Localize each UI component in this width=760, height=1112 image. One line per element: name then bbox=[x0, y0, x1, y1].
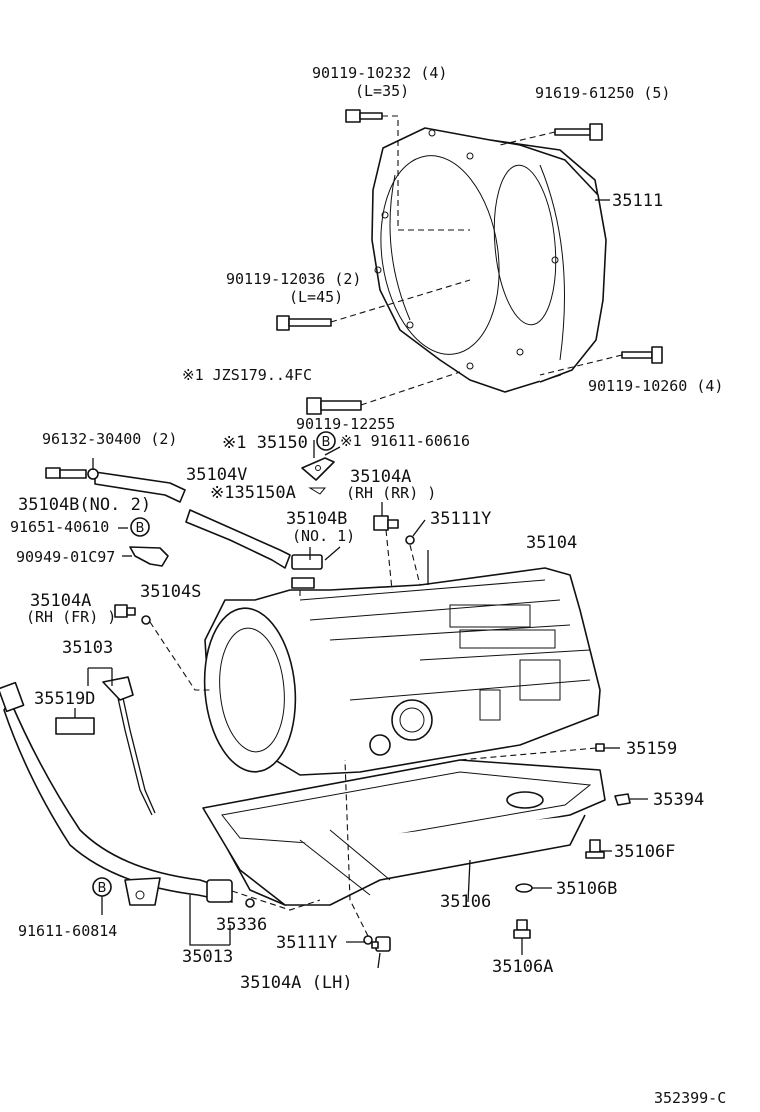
label-35104b-no1: 35104B bbox=[286, 509, 347, 529]
label-35394: 35394 bbox=[653, 790, 704, 810]
circle-b-marker-top: B bbox=[316, 431, 336, 451]
label-91611-60814: 91611-60814 bbox=[18, 922, 117, 940]
union-35104b-no2 bbox=[45, 467, 99, 480]
label-35104b-no1-sub: (NO. 1) bbox=[292, 527, 355, 545]
label-90119-10232: 90119-10232 (4) bbox=[312, 64, 447, 82]
label-35103: 35103 bbox=[62, 638, 113, 658]
label-35104a-lh: 35104A (LH) bbox=[240, 973, 353, 993]
bell-housing-35111 bbox=[371, 127, 607, 393]
label-35111y-bottom: 35111Y bbox=[276, 933, 337, 953]
label-35150a: ※135150A bbox=[210, 483, 296, 503]
circle-b-marker-mid: B bbox=[130, 517, 150, 537]
bracket-90949-01c97 bbox=[129, 546, 169, 567]
oring-35336 bbox=[245, 898, 255, 908]
plate-35150 bbox=[301, 457, 335, 495]
union-35104a-fr bbox=[114, 604, 136, 618]
label-35159: 35159 bbox=[626, 739, 677, 759]
label-note-jzs179: ※1 JZS179..4FC bbox=[182, 366, 312, 384]
label-35104a-fr-sub: (RH (FR) ) bbox=[26, 608, 116, 626]
oring-35111y-bottom bbox=[363, 935, 373, 945]
label-35336: 35336 bbox=[216, 915, 267, 935]
oring-35111y-top bbox=[405, 535, 415, 545]
label-35106b: 35106B bbox=[556, 879, 617, 899]
bolt-90119-12036 bbox=[276, 315, 332, 331]
label-35104b-no2: 35104B(NO. 2) bbox=[18, 495, 151, 515]
label-35106: 35106 bbox=[440, 892, 491, 912]
transmission-case-35104 bbox=[203, 567, 601, 776]
bolt-90119-10260 bbox=[621, 346, 663, 364]
label-90119-12036: 90119-12036 (2) bbox=[226, 270, 361, 288]
label-90119-12255: 90119-12255 bbox=[296, 415, 395, 433]
svg-text:B: B bbox=[322, 435, 331, 450]
svg-text:B: B bbox=[136, 521, 145, 536]
bolt-90119-10232 bbox=[345, 109, 383, 123]
union-35104a-lh bbox=[371, 936, 391, 952]
label-35104s: 35104S bbox=[140, 582, 201, 602]
label-sticker-35519d bbox=[55, 717, 95, 735]
label-91651-40610: 91651-40610 bbox=[10, 518, 109, 536]
label-35106a: 35106A bbox=[492, 957, 553, 977]
drain-plug-35106a bbox=[513, 919, 531, 939]
label-35111: 35111 bbox=[612, 191, 663, 211]
label-35104a-fr: 35104A bbox=[30, 591, 91, 611]
label-35104: 35104 bbox=[526, 533, 577, 553]
svg-text:B: B bbox=[98, 881, 107, 896]
label-35106f: 35106F bbox=[614, 842, 675, 862]
label-35104a-rr: 35104A bbox=[350, 467, 411, 487]
label-90949-01c97: 90949-01C97 bbox=[16, 548, 115, 566]
plug-35159 bbox=[595, 743, 605, 752]
seal-35104s bbox=[141, 615, 151, 625]
label-35150: ※1 35150 bbox=[222, 433, 308, 453]
label-35104v: 35104V bbox=[186, 465, 247, 485]
label-35519d: 35519D bbox=[34, 689, 95, 709]
label-35013: 35013 bbox=[182, 947, 233, 967]
bolt-90119-12255 bbox=[306, 397, 362, 415]
label-91611-60616: ※1 91611-60616 bbox=[340, 432, 470, 450]
dipstick-35103 bbox=[102, 676, 156, 816]
label-91619-61250: 91619-61250 (5) bbox=[535, 84, 670, 102]
label-96132-30400: 96132-30400 (2) bbox=[42, 430, 177, 448]
diagram-id: 352399-C bbox=[654, 1089, 726, 1107]
label-90119-12036-length: (L=45) bbox=[289, 288, 343, 306]
label-90119-10260: 90119-10260 (4) bbox=[588, 377, 723, 395]
gasket-35106b bbox=[515, 883, 533, 893]
plug-35106f bbox=[585, 839, 605, 859]
magnet-35394 bbox=[614, 793, 631, 806]
bolt-91619-61250 bbox=[554, 123, 603, 141]
hose-35104v bbox=[94, 471, 323, 589]
label-35104a-rr-sub: (RH (RR) ) bbox=[346, 484, 436, 502]
circle-b-marker-bottom: B bbox=[92, 877, 112, 897]
union-35104a-rr bbox=[373, 515, 399, 531]
label-35111y-top: 35111Y bbox=[430, 509, 491, 529]
filler-tube-35013 bbox=[0, 681, 233, 906]
label-90119-10232-length: (L=35) bbox=[355, 82, 409, 100]
oil-pan-35106 bbox=[202, 759, 606, 906]
